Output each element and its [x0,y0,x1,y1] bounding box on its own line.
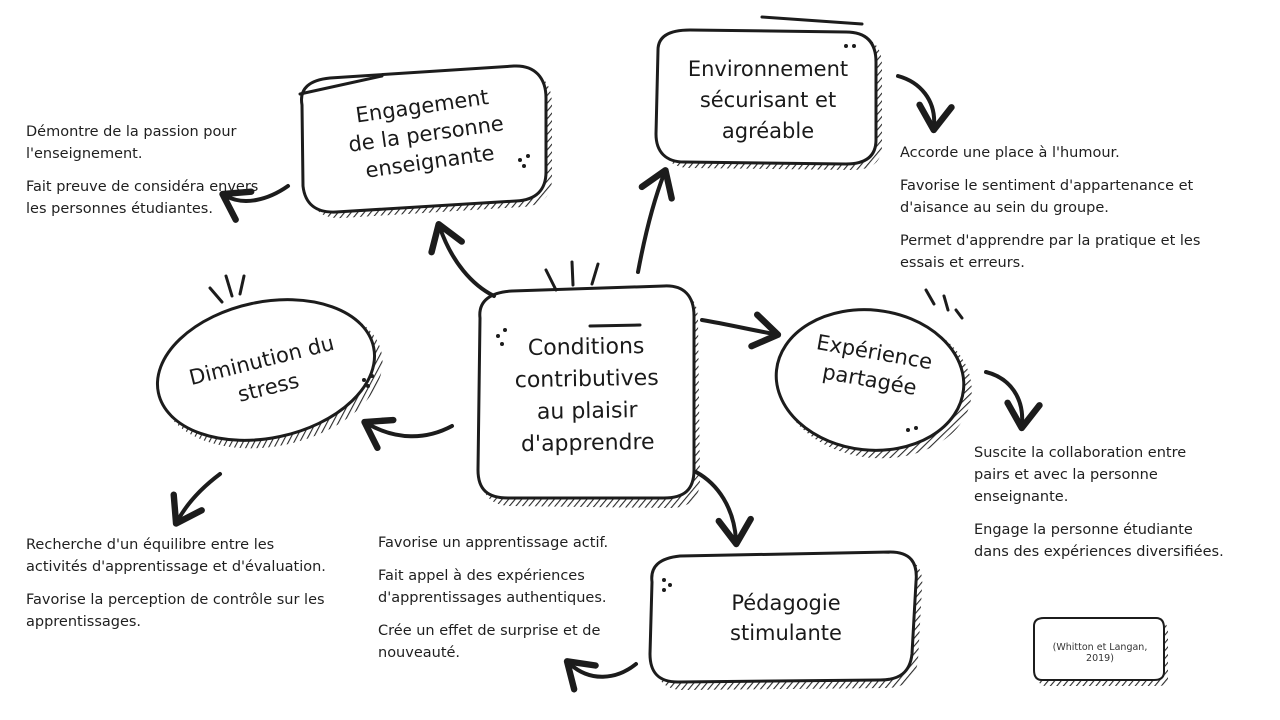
arrow-center-to-experience [700,311,782,350]
pedagogie-notes: Favorise un apprentissage actif. Fait ap… [378,532,632,675]
environnement-box [654,15,882,170]
arrow-center-to-environnement [636,167,675,274]
engagement-notes: Démontre de la passion pour l'enseigneme… [26,121,262,231]
engagement-note-2: Fait preuve de considéra envers les pers… [26,179,259,217]
stress-note-2: Favorise la perception de contrôle sur l… [26,592,325,630]
experience-notes: Suscite la collaboration entre pairs et … [974,442,1224,574]
center-title-line-1: Conditions [527,333,645,362]
stress-notes: Recherche d'un équilibre entre les activ… [26,534,326,644]
center-title-line-2: contributives [514,365,659,394]
pedagogie-note-2: Fait appel à des expériences d'apprentis… [378,568,607,606]
engagement-note-1: Démontre de la passion pour l'enseigneme… [26,124,237,162]
arrow-stress-to-notes [170,472,222,527]
environnement-note-1: Accorde une place à l'humour. [900,145,1120,161]
center-box [476,284,700,508]
citation-box [1033,617,1168,686]
arrow-center-to-pedagogie [694,470,754,548]
arrows [170,74,1043,693]
arrow-engagement-to-notes [219,184,290,223]
citation-text: (Whitton et Langan, 2019) [1052,642,1148,664]
arrow-experience-to-notes [984,370,1043,432]
arrow-center-to-engagement [428,221,496,298]
pedagogie-box [648,550,923,690]
arrow-center-to-stress [361,416,454,452]
experience-note-1: Suscite la collaboration entre pairs et … [974,445,1187,505]
experience-ellipse [774,288,972,459]
center-title-line-3: au plaisir [536,398,638,425]
stress-note-1: Recherche d'un équilibre entre les activ… [26,537,326,575]
environnement-note-3: Permet d'apprendre par la pratique et le… [900,233,1201,271]
environnement-title-line-1: Environnement [687,57,849,81]
environnement-title-line-3: agréable [721,119,815,143]
pedagogie-title-line-1: Pédagogie [731,591,841,615]
pedagogie-title: Pédagogie stimulante [680,588,892,648]
environnement-notes: Accorde une place à l'humour. Favorise l… [900,142,1218,285]
arrow-pedagogie-to-notes [563,658,638,693]
pedagogie-title-line-2: stimulante [730,621,842,645]
center-title-line-4: d'apprendre [520,429,655,458]
center-emphasis-marks [544,260,642,328]
arrow-environnement-to-notes [896,74,955,134]
experience-note-2: Engage la personne étudiante dans des ex… [974,522,1224,560]
stress-ellipse [155,274,383,449]
engagement-box [298,64,552,219]
environnement-title: Environnement sécurisant et agréable [668,54,868,147]
environnement-title-line-2: sécurisant et [699,88,837,112]
center-title: Conditions contributives au plaisir d'ap… [493,330,681,461]
pedagogie-note-3: Crée un effet de surprise et de nouveaut… [378,623,601,661]
environnement-note-2: Favorise le sentiment d'appartenance et … [900,178,1194,216]
pedagogie-note-1: Favorise un apprentissage actif. [378,535,609,551]
